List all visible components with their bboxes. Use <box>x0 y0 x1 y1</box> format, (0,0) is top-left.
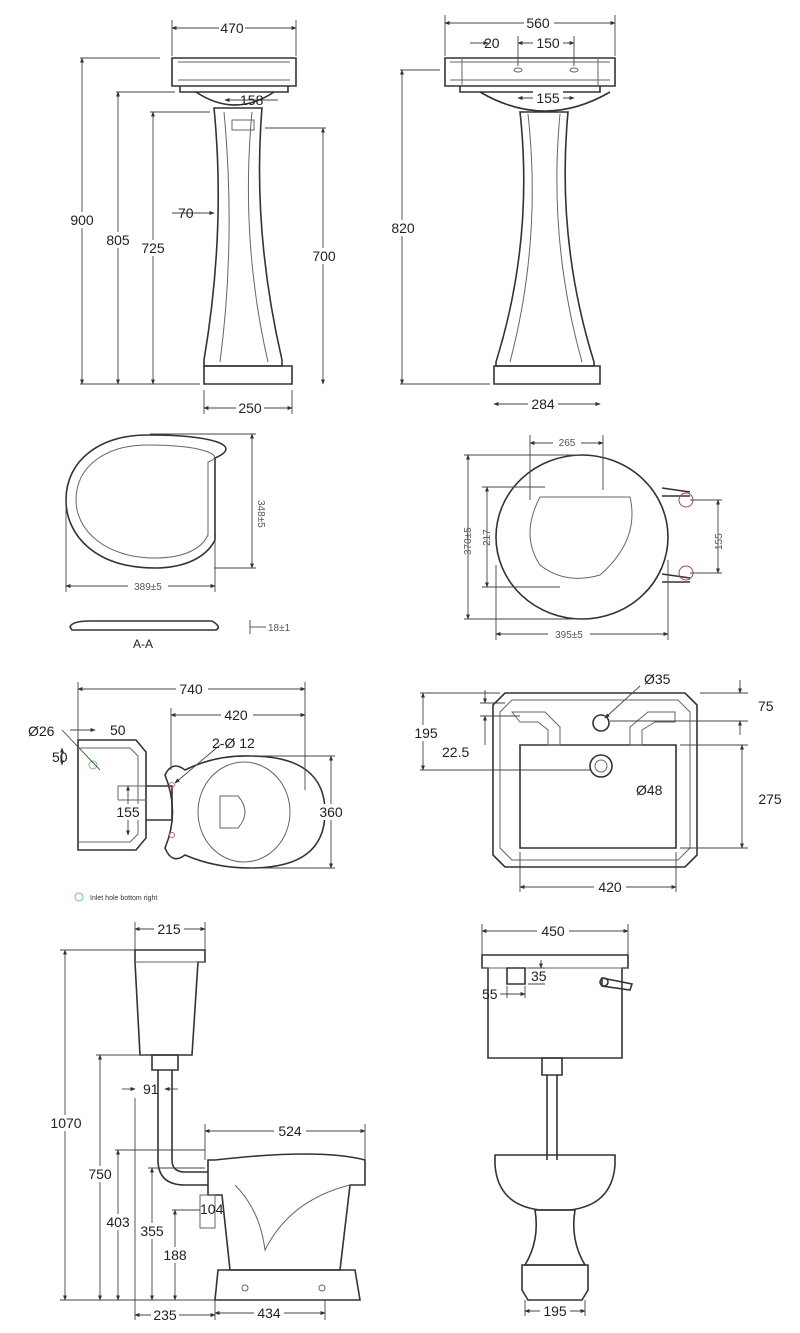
dim-outlet-height: 104 <box>200 1201 224 1217</box>
dim-side-height: 820 <box>391 220 415 236</box>
dim-seat-depth: 348±5 <box>255 500 266 528</box>
dim-outlet-center: 188 <box>163 1247 187 1263</box>
dim-seat-width-right: 395±5 <box>555 630 583 641</box>
dim-base-width: 250 <box>238 400 262 416</box>
inlet-legend: Inlet hole bottom right <box>90 895 157 902</box>
high-level-wc-side-view: 215 91 524 1070 750 403 104 355 188 235 … <box>48 921 366 1323</box>
dim-seat-width: 389±5 <box>134 582 162 593</box>
dim-inner-width-basin: 420 <box>598 879 622 895</box>
dim-height-outlet: 725 <box>141 240 165 256</box>
dim-pan-width: 360 <box>319 804 343 820</box>
section-label: A-A <box>133 637 153 651</box>
dim-inner-width: 265 <box>559 438 576 449</box>
dim-basin-depth: 195 <box>414 725 438 741</box>
high-level-wc-front-view: 450 35 55 195 <box>481 923 634 1319</box>
dim-seat-thickness: 18±1 <box>268 623 291 634</box>
dim-inner-depth: 217 <box>482 529 493 546</box>
dim-button-offset: 55 <box>482 986 498 1002</box>
dim-pedestal-width: 470 <box>220 20 244 36</box>
dim-pedestal-height: 700 <box>312 248 336 264</box>
dim-wall-offset: 235 <box>153 1307 177 1323</box>
dim-inlet-x: 50 <box>110 722 126 738</box>
dim-cistern-width: 450 <box>541 923 565 939</box>
dim-fixing-holes: 2-Ø 12 <box>212 735 255 751</box>
dim-side-width: 560 <box>526 15 550 31</box>
dim-basin-offset: 22.5 <box>442 744 469 760</box>
dim-cistern-depth: 215 <box>157 921 181 937</box>
dim-tap-spacing: 150 <box>536 35 560 51</box>
dim-pan-outlet-height: 403 <box>106 1214 130 1230</box>
dim-inlet-y: 50 <box>52 749 68 765</box>
pedestal-side-view: 560 20 150 155 820 284 <box>388 15 616 412</box>
dim-cistern-height: 750 <box>88 1166 112 1182</box>
dim-hinge-width: 155 <box>116 804 140 820</box>
dim-inlet-diameter: Ø26 <box>28 723 55 739</box>
dim-rim-height: 355 <box>140 1223 164 1239</box>
dim-waste: Ø48 <box>636 782 663 798</box>
pedestal-front-view: 470 158 70 900 805 725 700 250 <box>66 20 339 416</box>
dim-base-length: 434 <box>257 1305 281 1321</box>
dim-pipe-offset: 91 <box>143 1081 159 1097</box>
dim-button-height: 35 <box>531 968 547 984</box>
dim-hinge-spacing: 155 <box>714 533 725 550</box>
legend-circle-icon <box>74 892 84 902</box>
dim-waste-width: 155 <box>536 90 560 106</box>
dim-height-total: 900 <box>70 212 94 228</box>
dim-offset: 70 <box>178 205 194 221</box>
dim-tap-offset: 20 <box>484 35 500 51</box>
dim-seat-depth-right: 370±5 <box>463 527 474 555</box>
dim-height-rim: 805 <box>106 232 130 248</box>
dim-pan-length: 420 <box>224 707 248 723</box>
dim-height-total-wc: 1070 <box>50 1115 81 1131</box>
dim-total-length: 740 <box>179 681 203 697</box>
toilet-plan-view: 740 420 Ø26 50 50 2-Ø 12 155 360 Inlet h… <box>28 681 346 902</box>
dim-side-base: 284 <box>531 396 555 412</box>
dim-tap-depth: 75 <box>758 698 774 714</box>
basin-top-view: Ø35 75 195 22.5 Ø48 275 420 <box>410 671 786 895</box>
dim-tap-hole: Ø35 <box>644 671 671 687</box>
dim-inner-depth-basin: 275 <box>758 791 782 807</box>
dim-bowl-outlet: 158 <box>240 92 264 108</box>
seat-plan-left: 348±5 389±5 18±1 A-A <box>65 433 291 651</box>
seat-plan-right: 265 370±5 217 155 395±5 <box>463 435 725 641</box>
dim-side-pan-length: 524 <box>278 1123 302 1139</box>
dim-front-base: 195 <box>543 1303 567 1319</box>
